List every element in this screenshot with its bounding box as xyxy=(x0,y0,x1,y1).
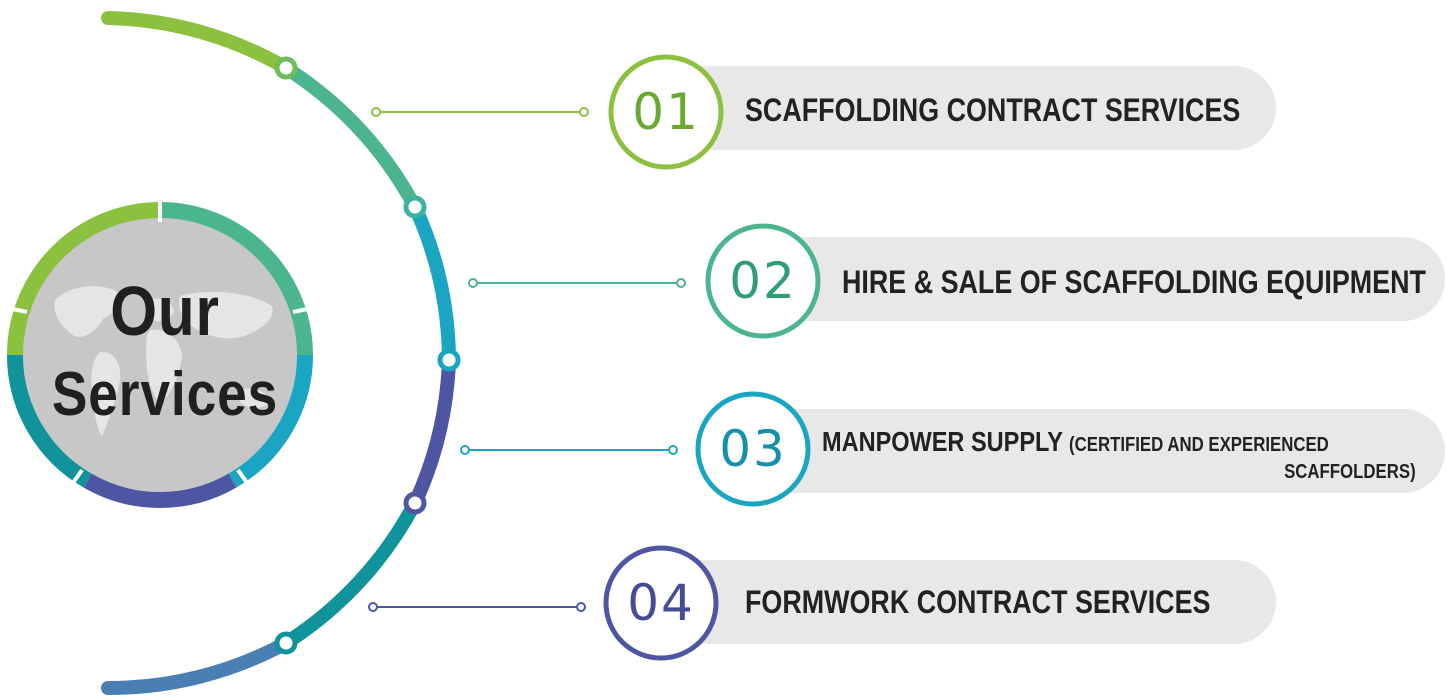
arc-segment xyxy=(282,62,422,211)
service-title-02: HIRE & SALE OF SCAFFOLDING EQUIPMENT xyxy=(842,264,1426,300)
service-pill-02 xyxy=(735,237,1445,321)
arc-segment xyxy=(408,204,456,361)
hub-ring-segment xyxy=(159,202,313,356)
hub-ring-segment xyxy=(7,202,161,356)
number-badge-04 xyxy=(603,545,719,661)
service-number-03: 03 xyxy=(719,420,787,478)
arc-node xyxy=(437,348,461,372)
hub xyxy=(2,198,318,509)
service-number-04: 04 xyxy=(627,574,695,632)
service-pill-03 xyxy=(727,409,1445,493)
arc-segment xyxy=(101,11,293,75)
connector-02 xyxy=(468,278,686,288)
service-title-03-main: MANPOWER SUPPLY xyxy=(822,426,1063,457)
service-number-01: 01 xyxy=(632,83,700,141)
service-detail-03-line1: (CERTIFIED AND EXPERIENCED xyxy=(1069,434,1329,456)
hub-title-line1: Our xyxy=(110,272,220,350)
service-pill-01 xyxy=(640,66,1276,150)
arc-segment xyxy=(101,636,293,696)
number-badge-03 xyxy=(695,391,811,507)
number-badge-01 xyxy=(608,54,724,170)
arc-segment xyxy=(408,359,456,506)
arc-node xyxy=(403,491,427,515)
service-title-03: MANPOWER SUPPLY (CERTIFIED AND EXPERIENC… xyxy=(822,428,1329,456)
arc-node xyxy=(403,195,427,219)
arc-node xyxy=(274,631,298,655)
connector-01 xyxy=(371,107,589,117)
world-map-watermark xyxy=(54,286,273,436)
service-pill-04 xyxy=(638,560,1276,644)
hub-ring-segment xyxy=(83,473,237,509)
connector-04 xyxy=(368,602,586,612)
hub-ring-segment xyxy=(7,354,92,488)
service-title-04: FORMWORK CONTRACT SERVICES xyxy=(745,584,1211,620)
connector-03 xyxy=(460,445,678,455)
number-badge-02 xyxy=(705,223,821,339)
service-title-01: SCAFFOLDING CONTRACT SERVICES xyxy=(745,92,1241,128)
service-number-02: 02 xyxy=(729,252,797,310)
service-detail-03-line2: SCAFFOLDERS) xyxy=(1284,461,1416,483)
hub-title-line2: Services xyxy=(51,360,279,429)
timeline-arc xyxy=(101,11,461,696)
arc-node xyxy=(274,56,298,80)
arc-segment xyxy=(282,499,422,649)
hub-ring-segment xyxy=(228,354,313,488)
